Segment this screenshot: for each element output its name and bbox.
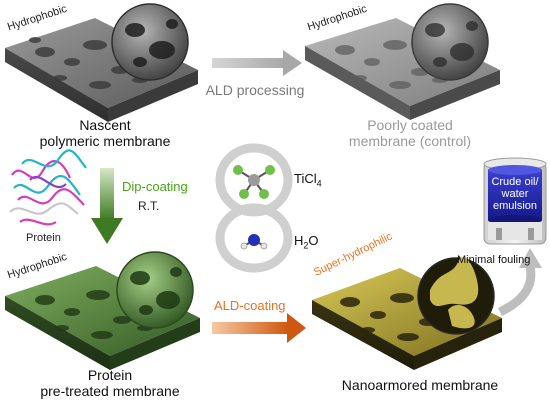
beaker-label: Crude oil/ water emulsion	[486, 176, 544, 212]
beaker-label-line3: emulsion	[492, 200, 538, 213]
h2o-label-o: O	[308, 233, 319, 248]
ticl4-label: TiCl4	[294, 171, 322, 189]
ald-cycle-loop	[215, 143, 293, 273]
ald-coating-arrow	[212, 313, 306, 343]
caption-nascent: Nascent polymeric membrane	[30, 117, 180, 149]
caption-protein-pretreated: Protein pre-treated membrane	[30, 367, 190, 399]
caption-control-line2: membrane (control)	[348, 133, 472, 150]
protein-label: Protein	[26, 232, 61, 244]
minimal-fouling-label: Minimal fouling	[457, 254, 531, 266]
caption-control: Poorly coated membrane (control)	[335, 117, 485, 149]
ald-processing-arrow	[212, 50, 302, 76]
h2o-molecule	[240, 234, 268, 250]
beaker-label-line2: water	[501, 188, 529, 201]
membrane-poorly-coated	[305, 3, 500, 120]
room-temperature-label: R.T.	[138, 199, 160, 213]
ald-coating-label: ALD-coating	[214, 298, 286, 313]
caption-protein-line1: Protein	[87, 367, 133, 383]
caption-control-line1: Poorly coated	[367, 117, 453, 133]
caption-nascent-line2: polymeric membrane	[39, 133, 171, 150]
beaker-label-line1: Crude oil/	[491, 176, 539, 188]
fouling-arrow	[497, 248, 542, 317]
ticl4-label-sub: 4	[316, 178, 322, 189]
caption-nascent-line1: Nascent	[79, 117, 131, 133]
ticl4-label-main: TiCl	[294, 171, 317, 186]
dip-coating-arrow	[91, 168, 123, 244]
dip-coating-label: Dip-coating	[122, 179, 188, 194]
ald-processing-label: ALD processing	[205, 82, 305, 98]
beaker	[483, 157, 547, 245]
caption-nanoarmored: Nanoarmored membrane	[341, 377, 499, 393]
protein-structure	[9, 149, 87, 226]
h2o-label: H2O	[294, 233, 319, 251]
membrane-nascent	[5, 3, 198, 122]
ticl4-molecule	[233, 165, 275, 199]
membrane-protein-pretreated	[5, 251, 200, 370]
caption-protein-line2: pre-treated membrane	[40, 383, 180, 400]
membrane-nanoarmored	[312, 257, 502, 370]
h2o-label-h: H	[294, 233, 304, 248]
h2o-label-sub: 2	[303, 240, 309, 251]
